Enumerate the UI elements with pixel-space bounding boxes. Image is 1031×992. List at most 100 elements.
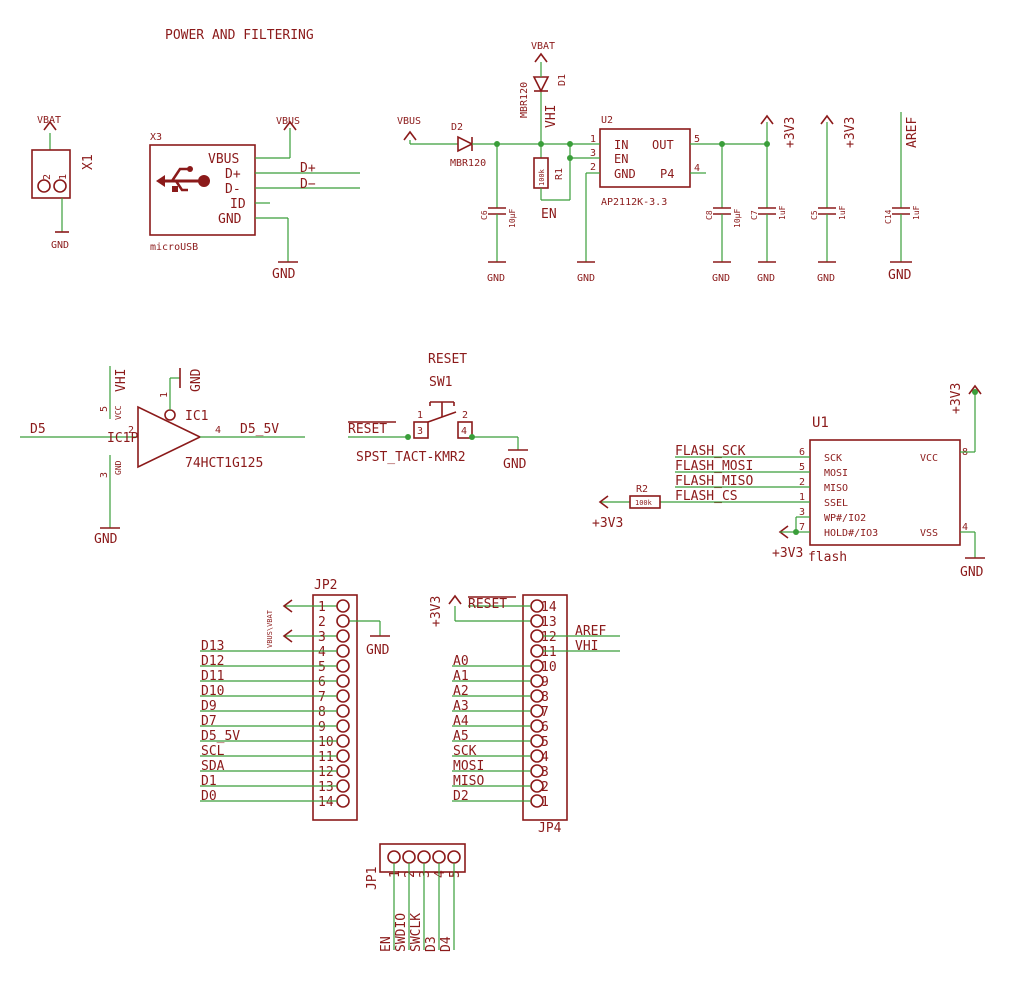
jp4-pin-number: 4 xyxy=(541,750,549,765)
ic1-buffer: VHI 5 VCC D5 IC1P 2 4 D5_5V GND 1 IC1 74… xyxy=(20,366,305,547)
u1-pin-sck: SCK xyxy=(824,453,842,464)
ic1-value: 74HCT1G125 xyxy=(185,456,263,471)
jp4-pin-number: 2 xyxy=(541,780,549,795)
ic1-num5: 5 xyxy=(99,406,110,412)
jp1-pin-2 xyxy=(402,850,416,864)
x1-connector: VBAT 2 1 X1 GND xyxy=(31,115,96,251)
u1-value: flash xyxy=(808,550,847,565)
jp2-pin-5 xyxy=(336,659,350,673)
c5-value: 1uF xyxy=(838,205,847,220)
jp2-pin-number: 6 xyxy=(318,675,326,690)
flash-mosi-net: FLASH_MOSI xyxy=(675,459,753,474)
u1-num-sck: 6 xyxy=(799,447,805,458)
x3-pin-dplus: D+ xyxy=(225,167,241,182)
c8-value: 10µF xyxy=(733,209,742,228)
jp2-pin-4 xyxy=(336,644,350,658)
c7-gnd-label: GND xyxy=(757,273,775,284)
ic1-gnd-pin-label: GND xyxy=(114,460,123,475)
u2-pin-en: EN xyxy=(614,152,628,166)
jp2-pin-9 xyxy=(336,719,350,733)
jp4-net-label: VHI xyxy=(575,639,598,654)
u1-wp-3v3-label: +3V3 xyxy=(772,546,803,561)
c5-3v3-label: +3V3 xyxy=(843,117,858,148)
jp4-net-label: A3 xyxy=(453,699,469,714)
jp2-net-label: D10 xyxy=(201,684,224,699)
jp2-pin-1 xyxy=(336,599,350,613)
flash-sck-net: FLASH_SCK xyxy=(675,444,746,459)
jp1-pin-number: 1 xyxy=(388,870,403,878)
jp2-pin-6 xyxy=(336,674,350,688)
u2-ref: U2 xyxy=(601,115,613,126)
jp2-pin-11 xyxy=(336,749,350,763)
x3-pin-gnd: GND xyxy=(218,212,242,227)
jp4-net-label: A5 xyxy=(453,729,469,744)
jp4-pin-number: 9 xyxy=(541,675,549,690)
x1-pin1: 1 xyxy=(58,174,69,180)
u1-flash: U1 SCK MOSI MISO SSEL WP#/IO2 HOLD#/IO3 … xyxy=(592,383,985,580)
u2-num5: 5 xyxy=(694,134,700,145)
ic1-num3: 3 xyxy=(99,472,110,478)
u2-pin-gnd: GND xyxy=(614,167,636,181)
jp2-pin-number: 14 xyxy=(318,795,334,810)
c5-gnd-label: GND xyxy=(817,273,835,284)
vhi-net-label: VHI xyxy=(544,105,559,128)
ic1-d5-5v-label: D5_5V xyxy=(240,422,279,437)
jp1-pin-5 xyxy=(447,850,461,864)
u1-num-mosi: 5 xyxy=(799,462,805,473)
c7-value: 1uF xyxy=(778,205,787,220)
u2-num4: 4 xyxy=(694,163,700,174)
jp4-net-label: A2 xyxy=(453,684,469,699)
jp2-pin-number: 7 xyxy=(318,690,326,705)
jp2-net-label: D13 xyxy=(201,639,224,654)
reset-section-title: RESET xyxy=(428,352,467,367)
u2-3v3-label: +3V3 xyxy=(783,117,798,148)
jp4-pin-13 xyxy=(530,614,544,628)
jp2-net-label: D9 xyxy=(201,699,217,714)
x1-gnd-label: GND xyxy=(51,240,69,251)
jp2-net-label: D11 xyxy=(201,669,224,684)
c8-gnd-label: GND xyxy=(712,273,730,284)
d2-ref: D2 xyxy=(451,122,463,133)
sw1-num2: 2 xyxy=(462,410,468,421)
ic1-overlap-label: IC1P xyxy=(107,431,138,446)
sw1-num3: 3 xyxy=(417,426,423,437)
jp2-vbus-vbat-label: VBUS\VBAT xyxy=(266,609,274,648)
jp4-pin-number: 14 xyxy=(541,600,557,615)
u1-pin-hold: HOLD#/IO3 xyxy=(824,528,878,539)
jp2-net-label: SCL xyxy=(201,744,225,759)
r2-value: 100k xyxy=(635,499,653,507)
r2-3v3-label: +3V3 xyxy=(592,516,623,531)
u2-pin-p4: P4 xyxy=(660,167,674,181)
jp1-net-label: SWCLK xyxy=(409,913,424,952)
jp1-pin-3 xyxy=(417,850,431,864)
u1-vcc-3v3-label: +3V3 xyxy=(949,383,964,414)
jp4-pin-number: 1 xyxy=(541,795,549,810)
dplus-net-label: D+ xyxy=(300,161,316,176)
c14-gnd-label: GND xyxy=(888,268,912,283)
jp2-pin-number: 11 xyxy=(318,750,334,765)
jp1-pin-number: 3 xyxy=(418,870,433,878)
u1-pin-vss: VSS xyxy=(920,528,938,539)
x3-value: microUSB xyxy=(150,242,198,253)
ic1-d5-label: D5 xyxy=(30,422,46,437)
u2-value: AP2112K-3.3 xyxy=(601,197,667,208)
jp2-pin-8 xyxy=(336,704,350,718)
c6-value: 10µF xyxy=(508,209,517,228)
jp1-ref: JP1 xyxy=(365,867,380,890)
jp2-gnd-label: GND xyxy=(366,643,390,658)
u2-num2: 2 xyxy=(590,162,596,173)
r1-ref: R1 xyxy=(554,168,565,180)
x1-pin2: 2 xyxy=(42,174,53,180)
u2-num1: 1 xyxy=(590,134,596,145)
en-net-label: EN xyxy=(541,207,557,222)
u2-pin-in: IN xyxy=(614,138,628,152)
jp4-net-label: MISO xyxy=(453,774,484,789)
r2-ref: R2 xyxy=(636,484,648,495)
jp2-pin-number: 3 xyxy=(318,630,326,645)
ic1-num1: 1 xyxy=(159,392,170,398)
flash-miso-net: FLASH_MISO xyxy=(675,474,753,489)
u1-pin-wp: WP#/IO2 xyxy=(824,513,866,524)
ic1-gnd-label: GND xyxy=(94,532,118,547)
jp4-net-label: SCK xyxy=(453,744,477,759)
